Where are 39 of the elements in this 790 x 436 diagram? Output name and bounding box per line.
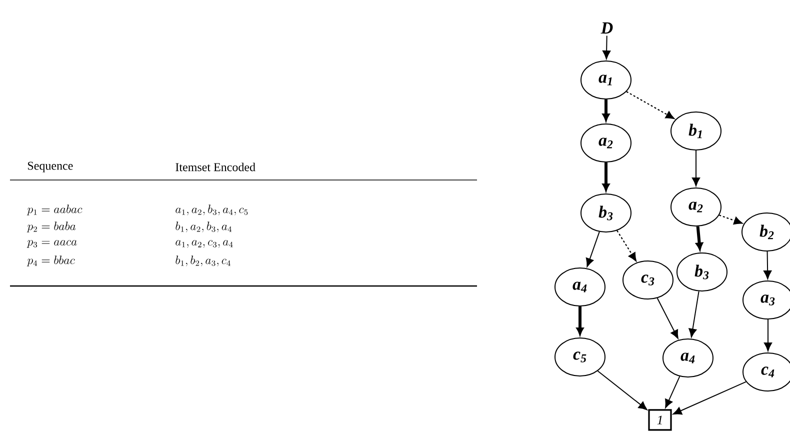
table-cell: $b_1, b_2, a_3, c_4$: [176, 256, 230, 266]
arrow: [616, 230, 636, 262]
arrow: [696, 226, 703, 250]
arrow: [602, 35, 611, 60]
arrow: [656, 298, 678, 339]
arrow: [665, 376, 680, 408]
ellipse-node: a$_{4}$: [554, 268, 606, 306]
start-label: D: [600, 22, 613, 34]
table-cell: $a_1, a_2, c_3, a_4$: [176, 240, 233, 248]
table-cell: $p_2 = baba$: [26, 222, 76, 232]
ellipse-node: c$_{5}$: [554, 337, 606, 376]
ellipse-node: a$_{1}$: [580, 60, 632, 100]
arrow: [602, 100, 610, 121]
ellipse-node: a$_{4}$: [662, 338, 714, 378]
ellipse-node: c$_{3}$: [622, 260, 674, 300]
table-cell: $p_3 = aaca$: [26, 240, 77, 248]
arrow: [597, 370, 648, 410]
table-cell: $b_1, a_2, b_3, a_4$: [176, 222, 232, 232]
table-cell: $a_1, a_2, b_3, a_4, c_5$: [176, 204, 248, 216]
sink-box: 1: [648, 409, 672, 431]
arrow: [718, 214, 743, 224]
ellipse-node: b$_{3}$: [580, 194, 632, 232]
arrow: [672, 381, 746, 415]
arrow: [586, 231, 600, 268]
ellipse-node: b$_{3}$: [676, 252, 728, 292]
arrow: [688, 290, 700, 338]
arrow: [576, 306, 584, 335]
table-cell: $p_4 = bbac$: [26, 256, 75, 266]
ellipse-node: a$_{2}$: [580, 124, 632, 162]
arrow: [602, 162, 610, 191]
arrow: [764, 250, 772, 280]
arrow: [692, 150, 700, 186]
ellipse-node: a$_{2}$: [670, 188, 722, 226]
arrow: [626, 91, 674, 119]
column-header: Sequence: [28, 162, 73, 172]
table-cell: $p_1 = aabac$: [26, 204, 82, 216]
ellipse-node: b$_{1}$: [670, 112, 722, 150]
arrow: [764, 319, 772, 352]
column-header: Itemset Encoded: [176, 162, 256, 172]
